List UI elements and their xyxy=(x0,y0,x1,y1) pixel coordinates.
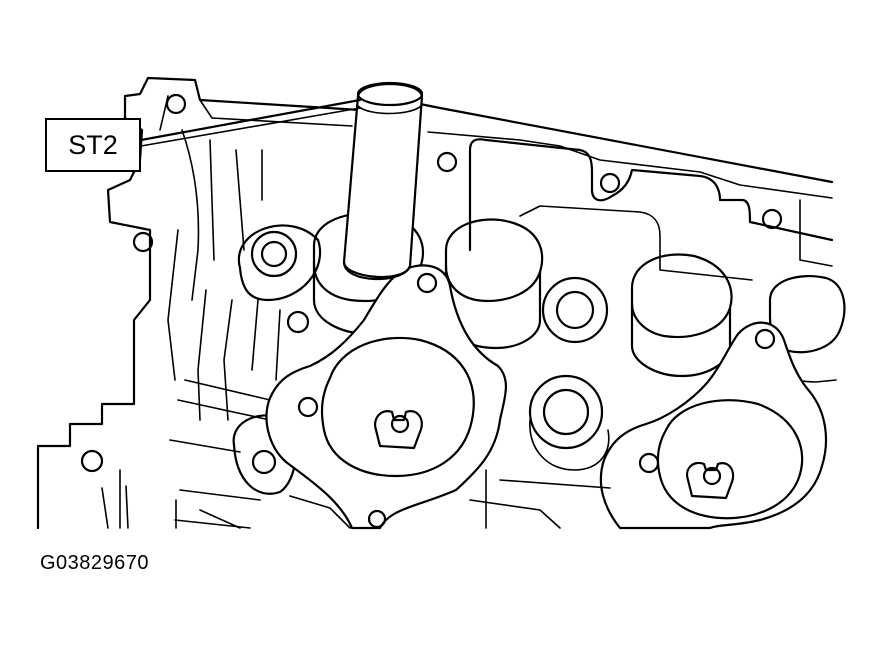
valve-seat xyxy=(250,230,298,278)
bolt-hole xyxy=(297,396,319,418)
bolt-hole xyxy=(251,449,277,475)
valve-bore-4-wall xyxy=(630,302,732,378)
bolt-hole xyxy=(436,151,458,173)
lower-rail xyxy=(175,469,611,529)
valve-bore-4 xyxy=(630,253,733,339)
valve-seat-lower xyxy=(528,374,604,450)
plug-tube-bore-2 xyxy=(656,399,804,520)
left-webbing xyxy=(101,129,281,529)
bolt-hole xyxy=(165,93,187,115)
bolt-hole xyxy=(132,231,154,253)
bolt-hole xyxy=(286,310,310,334)
plug-tube-bore-1 xyxy=(320,336,475,478)
callout-leader-edge xyxy=(140,107,361,147)
valve-seat-lower-shadow xyxy=(529,419,610,471)
bolt-hole xyxy=(638,452,660,474)
figure-code: G03829670 xyxy=(40,552,150,574)
casting-inner-edge xyxy=(159,95,833,199)
plug-tube-flange-1 xyxy=(265,264,507,530)
bolt-hole xyxy=(367,509,387,529)
upper-rail xyxy=(468,138,834,252)
bolt-hole xyxy=(599,172,621,194)
tool-st2-edge xyxy=(357,105,422,115)
plug-tube-flange-2 xyxy=(599,321,828,530)
upper-rail-inner xyxy=(519,199,833,281)
tool-st2-base xyxy=(342,260,412,279)
valve-stem-hole xyxy=(260,240,288,268)
callout-st2: ST2 xyxy=(45,118,141,172)
spark-plug-tip xyxy=(702,466,722,486)
valve-seat-lower-inner xyxy=(542,388,590,436)
left-bores xyxy=(169,379,271,529)
bolt-hole xyxy=(754,328,776,350)
callout-leader xyxy=(139,98,362,142)
valve-seat-small xyxy=(541,276,609,344)
valve-seat-small-inner xyxy=(555,290,595,330)
tool-st2-top xyxy=(356,81,424,107)
bolt-hole xyxy=(80,449,104,473)
callout-label: ST2 xyxy=(68,129,118,160)
valve-bore-3 xyxy=(444,218,544,303)
bolt-hole xyxy=(416,272,438,294)
spark-plug-1 xyxy=(374,410,423,450)
bolt-hole xyxy=(761,208,783,230)
valve-bore-1 xyxy=(237,224,321,302)
spark-plug-tip xyxy=(390,414,410,434)
